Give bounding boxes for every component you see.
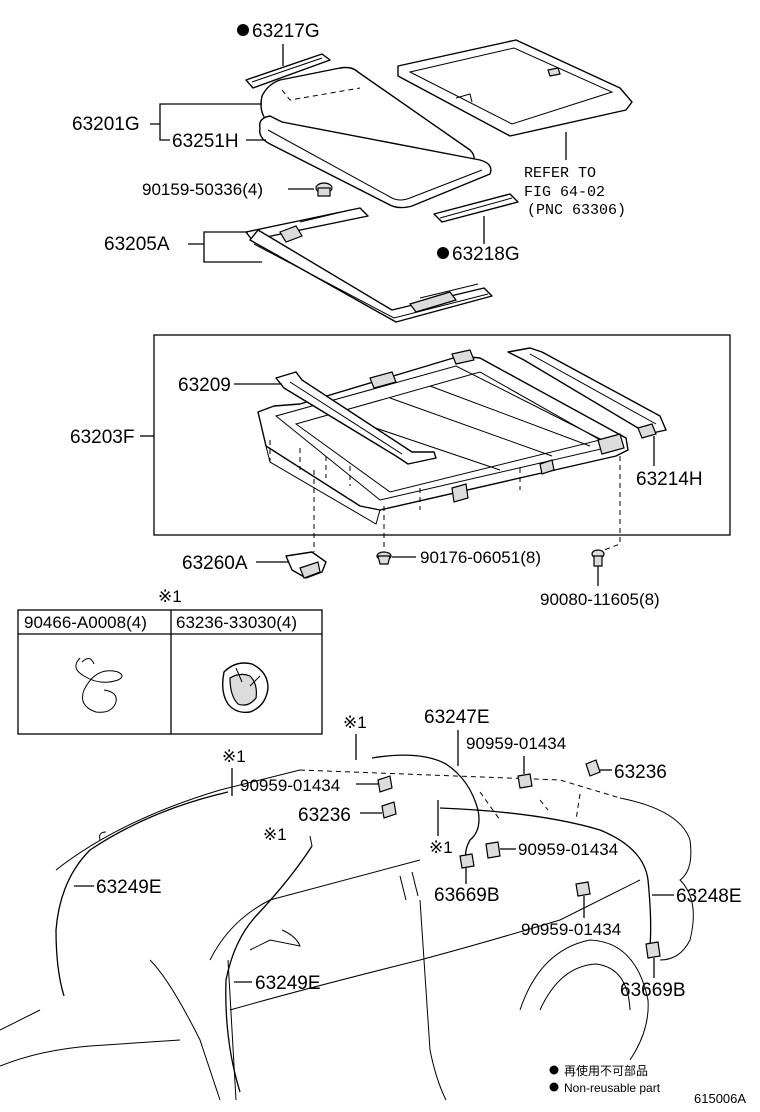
legend-dot-jp bbox=[549, 1065, 559, 1075]
part-63236-clip-drawing bbox=[221, 662, 269, 714]
callout-63248E[interactable]: 63248E bbox=[676, 886, 742, 907]
part-63217G-drawing bbox=[245, 53, 331, 89]
kome-note-b: ※1 bbox=[263, 825, 287, 844]
clip-table bbox=[17, 609, 323, 735]
callout-63251H[interactable]: 63251H bbox=[172, 131, 239, 152]
part-63203F-frame bbox=[257, 349, 629, 525]
refer-line-1: REFER TO bbox=[524, 165, 596, 182]
kome-note-d: ※1 bbox=[429, 838, 453, 857]
callout-90959-01434-a[interactable]: 90959-01434 bbox=[240, 776, 340, 795]
callout-63249E-lower[interactable]: 63249E bbox=[255, 973, 321, 994]
non-reusable-dot-63217G bbox=[237, 24, 249, 36]
callout-63236-b[interactable]: 63236 bbox=[298, 805, 351, 826]
part-63205A-frame bbox=[245, 207, 493, 323]
legend-dot-en bbox=[549, 1082, 559, 1092]
callout-90159-50336[interactable]: 90159-50336(4) bbox=[142, 180, 263, 199]
callout-63669B-b[interactable]: 63669B bbox=[620, 980, 686, 1001]
callout-63203F[interactable]: 63203F bbox=[70, 427, 134, 448]
callout-63218G[interactable]: 63218G bbox=[452, 244, 520, 265]
kome-note-c: ※1 bbox=[343, 713, 367, 732]
callout-63209[interactable]: 63209 bbox=[178, 375, 231, 396]
part-63669B-joint-a bbox=[459, 853, 475, 869]
part-63236-clip-a bbox=[585, 759, 601, 777]
callout-90176-06051[interactable]: 90176-06051(8) bbox=[420, 548, 541, 567]
callout-90080-11605[interactable]: 90080-11605(8) bbox=[540, 590, 660, 609]
part-90466-clip-drawing bbox=[75, 657, 123, 713]
callout-63217G[interactable]: 63217G bbox=[252, 21, 320, 42]
table-kome-note: ※1 bbox=[158, 587, 182, 606]
kome-note-a: ※1 bbox=[222, 747, 246, 766]
part-63251H-seal bbox=[259, 115, 492, 209]
frame-assembly-box bbox=[153, 334, 731, 536]
part-90959-clip-d bbox=[575, 881, 591, 897]
part-63249E-hose-front bbox=[225, 845, 313, 1093]
callout-63205A[interactable]: 63205A bbox=[104, 234, 170, 255]
part-90959-clip-a bbox=[377, 775, 393, 793]
callout-90959-01434-d[interactable]: 90959-01434 bbox=[521, 920, 621, 939]
callout-63249E-upper[interactable]: 63249E bbox=[96, 877, 162, 898]
callout-63201G[interactable]: 63201G bbox=[72, 114, 140, 135]
legend-en: Non-reusable part bbox=[564, 1081, 661, 1095]
legend-jp: 再使用不可部品 bbox=[564, 1063, 648, 1078]
part-90159-bolt bbox=[315, 182, 333, 197]
part-90080-screw bbox=[591, 549, 605, 567]
refer-line-3: (PNC 63306) bbox=[527, 202, 626, 219]
part-63209-deflector bbox=[275, 371, 437, 465]
callout-63214H[interactable]: 63214H bbox=[636, 469, 703, 490]
callout-63669B-a[interactable]: 63669B bbox=[434, 885, 500, 906]
part-63249E-hose-left bbox=[55, 791, 229, 997]
part-63236-clip-b bbox=[381, 801, 397, 819]
refer-line-2: FIG 64-02 bbox=[524, 184, 605, 201]
non-reusable-dot-63218G bbox=[437, 247, 449, 259]
callout-90959-01434-c[interactable]: 90959-01434 bbox=[518, 840, 618, 859]
callout-63236-a[interactable]: 63236 bbox=[614, 762, 667, 783]
callout-63260A[interactable]: 63260A bbox=[182, 553, 248, 574]
part-63669B-joint-b bbox=[645, 941, 661, 959]
table-col2-header: 63236-33030(4) bbox=[176, 613, 297, 632]
sunshade-reference-drawing bbox=[397, 39, 633, 137]
callout-90959-01434-b[interactable]: 90959-01434 bbox=[466, 734, 566, 753]
table-col1-header: 90466-A0008(4) bbox=[24, 613, 147, 632]
part-63218G-drawing bbox=[433, 193, 519, 223]
car-body-outline bbox=[0, 769, 694, 1101]
figure-code: 615006A bbox=[694, 1091, 746, 1106]
part-63214H-rail bbox=[507, 347, 667, 439]
part-63260A-drawing bbox=[285, 551, 327, 579]
callout-63247E[interactable]: 63247E bbox=[424, 707, 490, 728]
part-63248E-hose bbox=[439, 807, 652, 947]
part-90959-clip-c bbox=[485, 841, 501, 859]
part-90176-nut bbox=[376, 551, 392, 565]
part-90959-clip-b bbox=[517, 773, 533, 789]
